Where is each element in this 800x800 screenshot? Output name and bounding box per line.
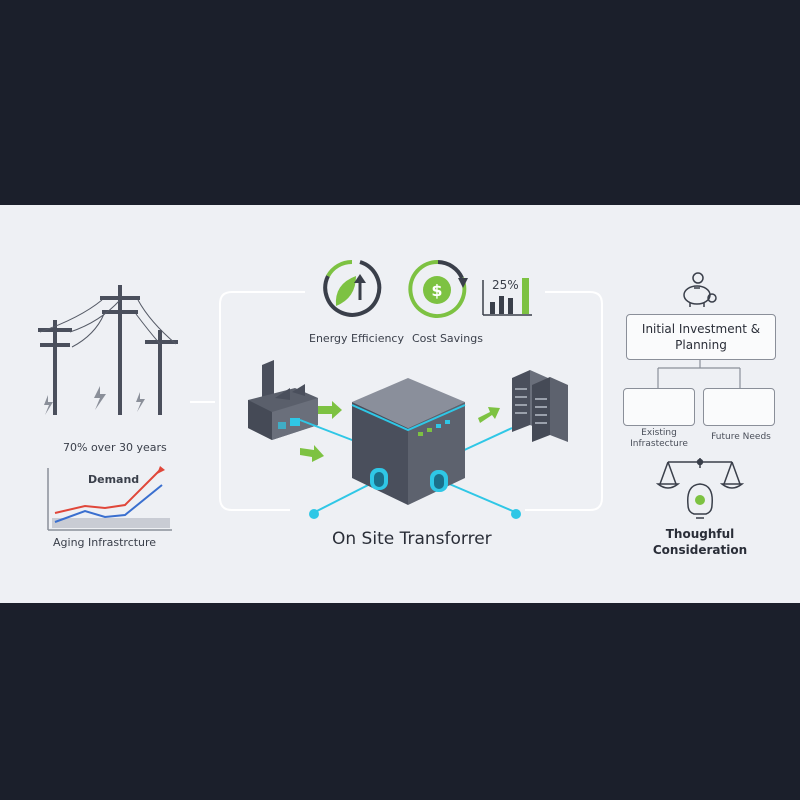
node-dot-right: [511, 509, 521, 519]
leaf-icon: [323, 259, 382, 317]
stat-label: 70% over 30 years: [63, 441, 167, 454]
lightning-icon: [44, 386, 145, 415]
node-dot-left: [309, 509, 319, 519]
connector-lines: [190, 291, 603, 511]
existing-infrastructure-label: Existing Infrastecture: [630, 428, 688, 449]
bar-chart-icon: [482, 278, 532, 316]
energy-efficiency-label: Energy Efficiency: [309, 332, 404, 345]
percent-label: 25%: [492, 278, 519, 292]
future-needs-label: Future Needs: [711, 432, 771, 442]
server-icon: [512, 370, 568, 442]
demand-blue-line: [54, 484, 163, 523]
future-needs-box: [703, 388, 775, 426]
demand-red-line: [54, 469, 161, 514]
power-wires: [39, 299, 177, 348]
dollar-icon: $: [408, 259, 468, 318]
investment-title: Initial Investment & Planning: [641, 322, 761, 352]
factory-icon: [248, 360, 318, 440]
piggy-bank-icon: [683, 285, 711, 307]
existing-infrastructure-box: [623, 388, 695, 426]
aging-infrastructure-caption: Aging Infrastrcture: [53, 536, 157, 549]
tree-connectors: [657, 358, 741, 388]
scale-icon: [655, 458, 745, 489]
demand-chart: [47, 466, 172, 531]
flow-arrows: [300, 401, 500, 462]
diagram-title: On Site Transforrer: [332, 529, 492, 549]
transformer-icon: [351, 378, 466, 505]
demand-label: Demand: [88, 473, 140, 486]
cost-savings-label: Cost Savings: [412, 332, 483, 345]
power-pole-icon: [38, 285, 178, 415]
svg-text:$: $: [431, 281, 442, 300]
investment-box: Initial Investment & Planning: [626, 314, 776, 360]
brain-bulb-icon: [687, 483, 713, 519]
gear-icon: [692, 272, 717, 303]
thoughtful-consideration-label: Thoughful Consideration: [652, 527, 748, 557]
